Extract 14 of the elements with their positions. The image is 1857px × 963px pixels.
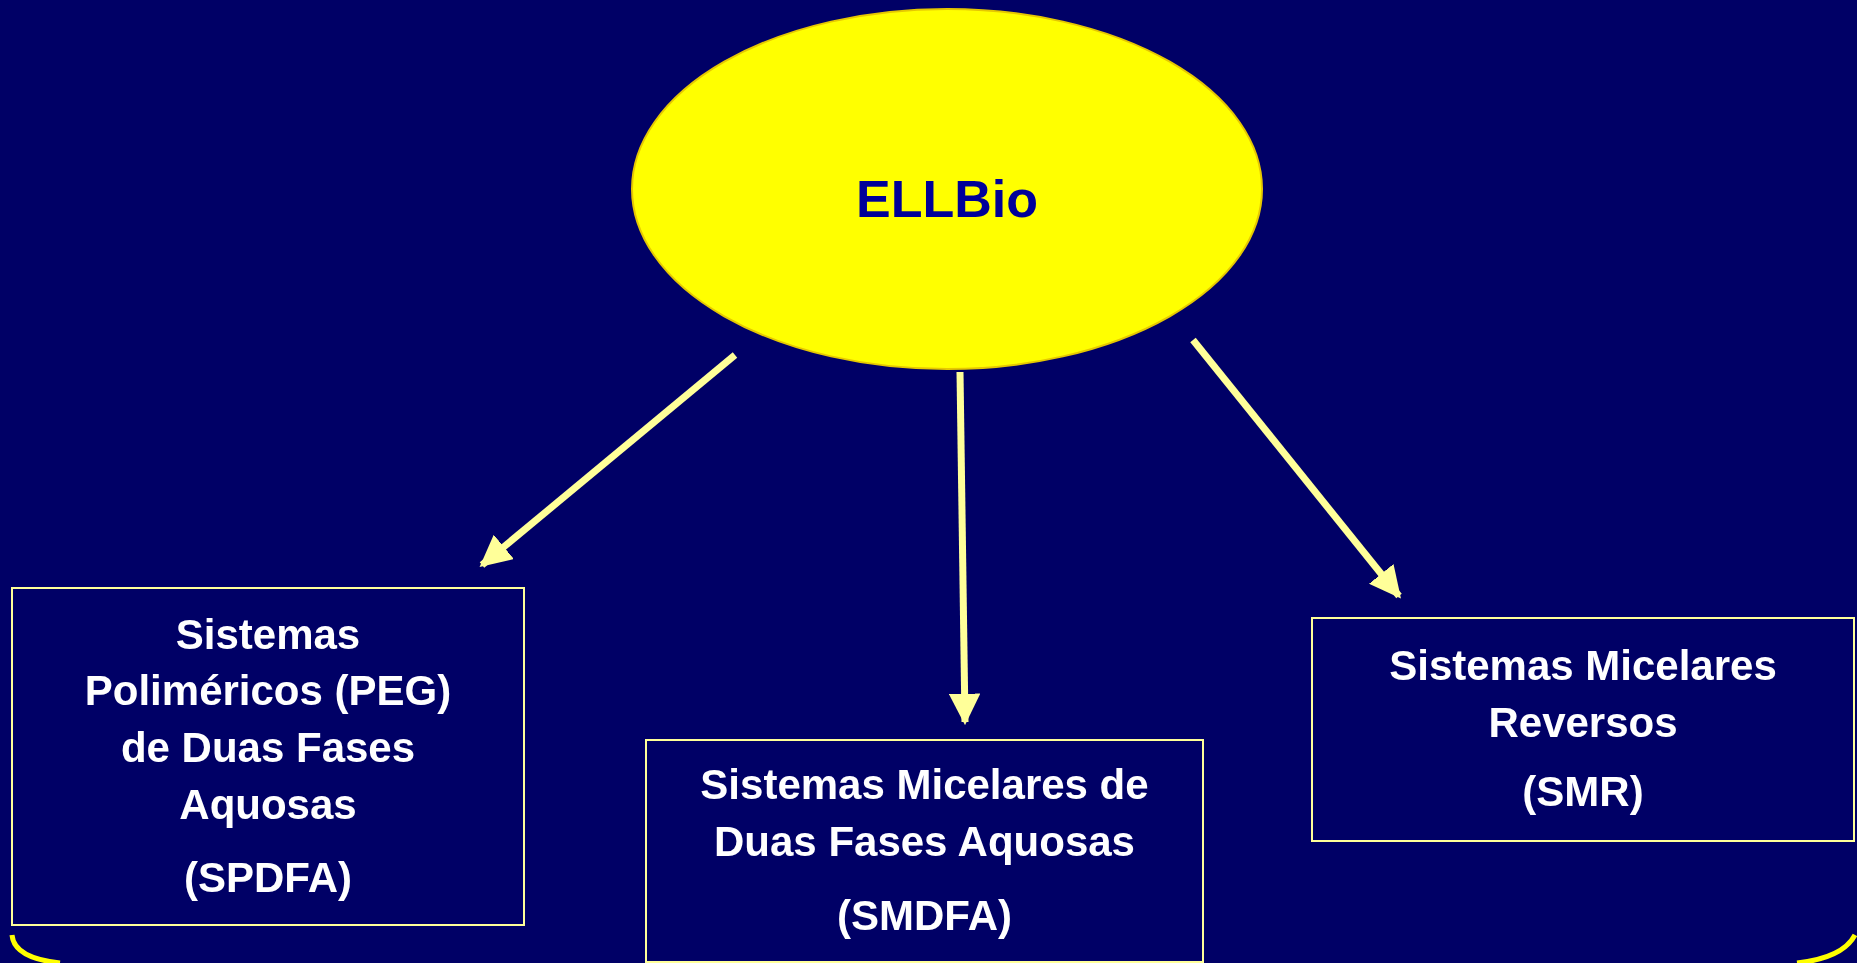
text-box <box>1311 617 1855 842</box>
arrow <box>948 371 981 726</box>
node-title: Sistemas Micelares de Duas Fases Aquosas <box>699 759 1150 867</box>
arrow <box>479 352 738 568</box>
text-box <box>11 587 525 926</box>
abbreviation: (SPDFA) <box>184 852 352 903</box>
node-title: Sistemas Poliméricos (PEG) de Duas Fases Aquosas <box>83 609 453 830</box>
arrow <box>1190 337 1402 599</box>
ellipse-node <box>630 7 1264 371</box>
abbreviation: (SMDFA) <box>837 891 1012 942</box>
node-title: Sistemas Micelares Reversos <box>1388 641 1778 749</box>
text-box <box>645 739 1204 963</box>
abbreviation: (SMR) <box>1522 766 1644 817</box>
node-title: ELLBio <box>856 169 1038 229</box>
